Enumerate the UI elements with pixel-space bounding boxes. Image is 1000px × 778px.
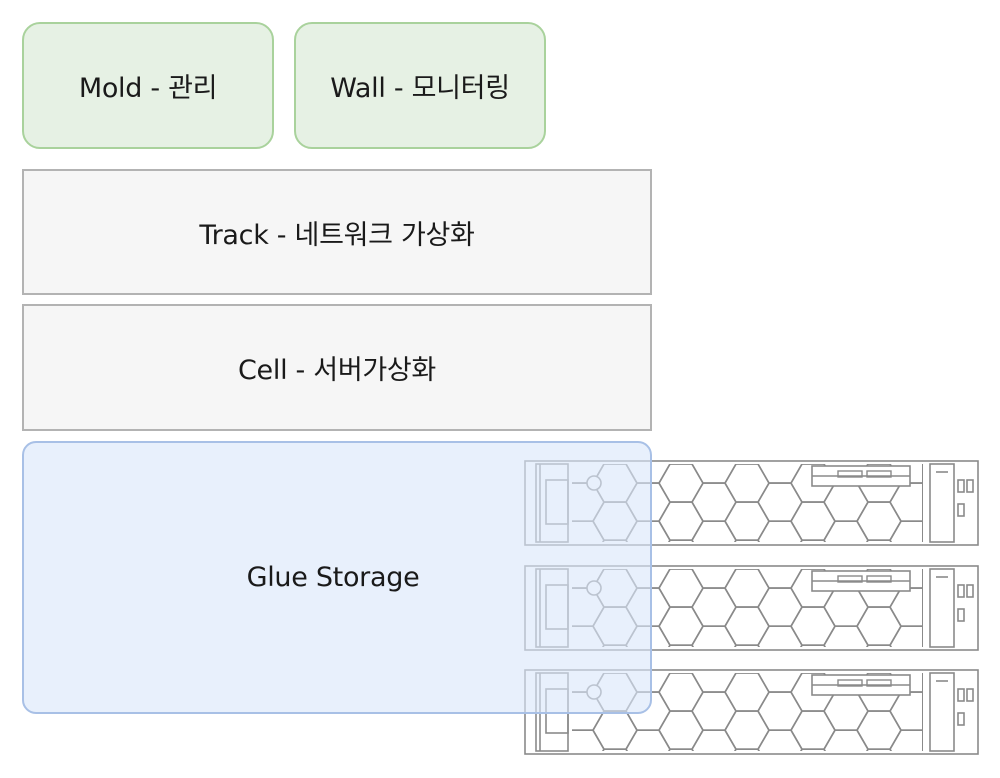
storage-label: Glue Storage: [246, 562, 420, 593]
track-label: Track - 네트워크 가상화: [199, 219, 475, 251]
cell-label: Cell - 서버가상화: [238, 355, 436, 386]
mold-management-box: Mold - 관리: [22, 22, 274, 149]
track-network-virtualization-box: Track - 네트워크 가상화: [22, 169, 652, 295]
wall-monitoring-box: Wall - 모니터링: [294, 22, 546, 149]
wall-label: Wall - 모니터링: [330, 73, 510, 104]
mold-label: Mold - 관리: [78, 73, 218, 104]
glue-storage-box: Glue Storage: [22, 441, 652, 714]
cell-server-virtualization-box: Cell - 서버가상화: [22, 304, 652, 431]
